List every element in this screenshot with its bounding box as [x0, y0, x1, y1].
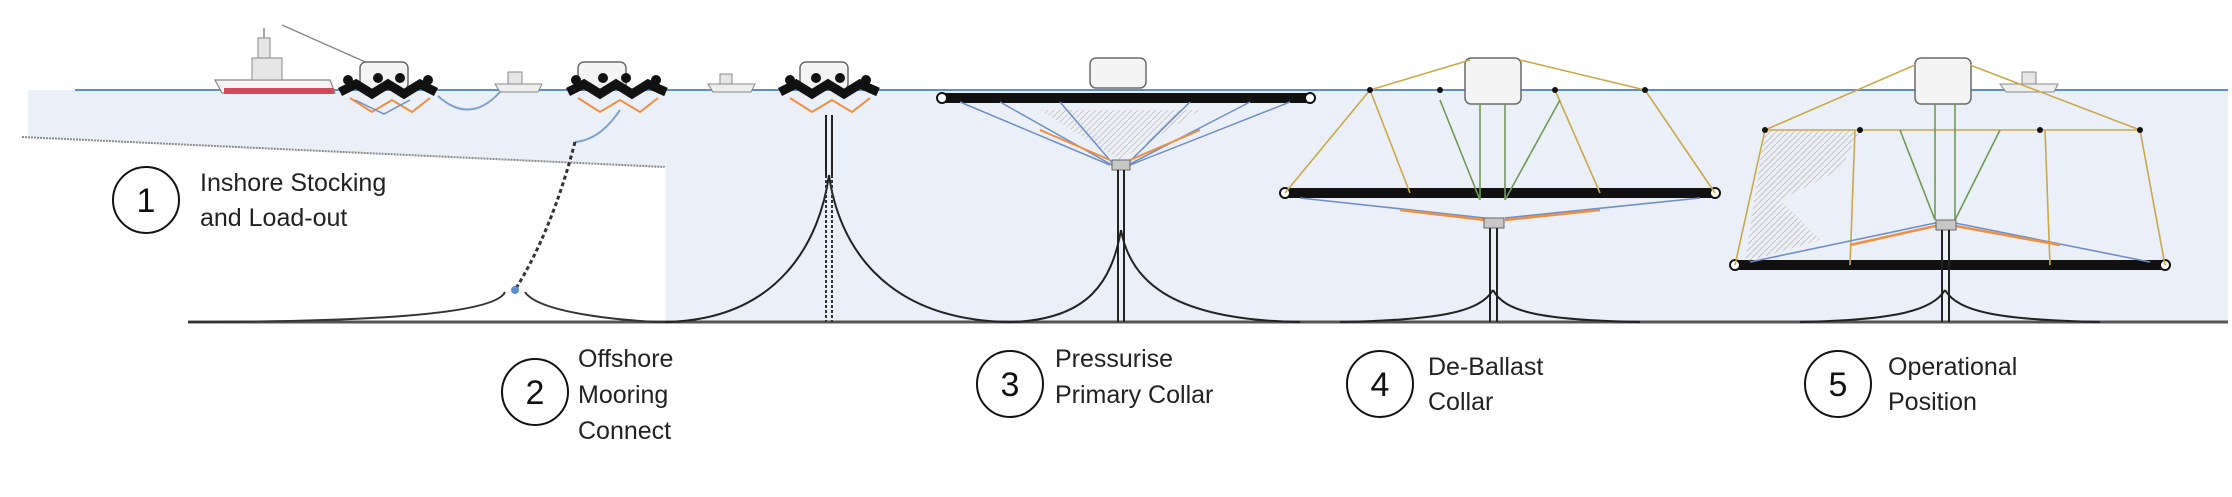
step-number-5: 5	[1829, 366, 1848, 404]
step-number-1: 1	[137, 182, 156, 220]
pen-unit-stage3	[777, 61, 880, 114]
step-marker-2: 2 Offshore Mooring Connect	[501, 345, 673, 445]
mooring-stage4	[1009, 170, 1301, 323]
shore-slope-line	[21, 136, 666, 168]
mooring-lines-stage2	[187, 291, 666, 323]
mooring-riser-stage3	[825, 175, 833, 322]
step-label-3-line2: Primary Collar	[1055, 381, 1213, 409]
mooring-riser-stage2	[513, 141, 577, 291]
step-label-1-line2: and Load-out	[200, 204, 347, 232]
step-label-2-line3: Connect	[578, 417, 671, 445]
small-boat-1	[494, 71, 543, 93]
small-boat-2	[707, 73, 756, 93]
tow-line-1	[437, 91, 501, 111]
step-label-5-line2: Position	[1888, 388, 1977, 416]
inshore-shore	[20, 137, 665, 322]
pen-unit-stage5	[1279, 57, 1721, 229]
mooring-stage6	[1799, 230, 2101, 323]
mooring-stage3	[664, 115, 1011, 323]
pen-unit-stage1b	[565, 61, 668, 114]
tow-line-2	[574, 109, 621, 143]
step-label-4-line1: De-Ballast	[1428, 353, 1543, 381]
step-label-2-line2: Mooring	[578, 381, 668, 409]
step-label-4-line2: Collar	[1428, 388, 1493, 416]
step-label-1-line1: Inshore Stocking	[200, 169, 386, 197]
step-marker-1: 1 Inshore Stocking and Load-out	[112, 166, 386, 234]
step-marker-4: 4 De-Ballast Collar	[1346, 350, 1543, 418]
surface-boat-3	[1999, 71, 2059, 93]
mooring-stage5	[1339, 228, 1641, 323]
step-number-4: 4	[1371, 366, 1390, 404]
step-marker-5: 5 Operational Position	[1804, 350, 2017, 418]
step-number-2: 2	[526, 374, 545, 412]
step-label-2-line1: Offshore	[578, 345, 673, 373]
pen-unit-stage4	[936, 57, 1316, 171]
support-vessel	[213, 24, 373, 94]
pen-unit-stage1a	[337, 61, 439, 115]
step-marker-3: 3 Pressurise Primary Collar	[976, 345, 1213, 418]
step-label-3-line1: Pressurise	[1055, 345, 1173, 373]
step-label-5-line1: Operational	[1888, 353, 2017, 381]
step-number-3: 3	[1001, 366, 1020, 404]
mooring-buoy-stage2	[511, 286, 519, 294]
